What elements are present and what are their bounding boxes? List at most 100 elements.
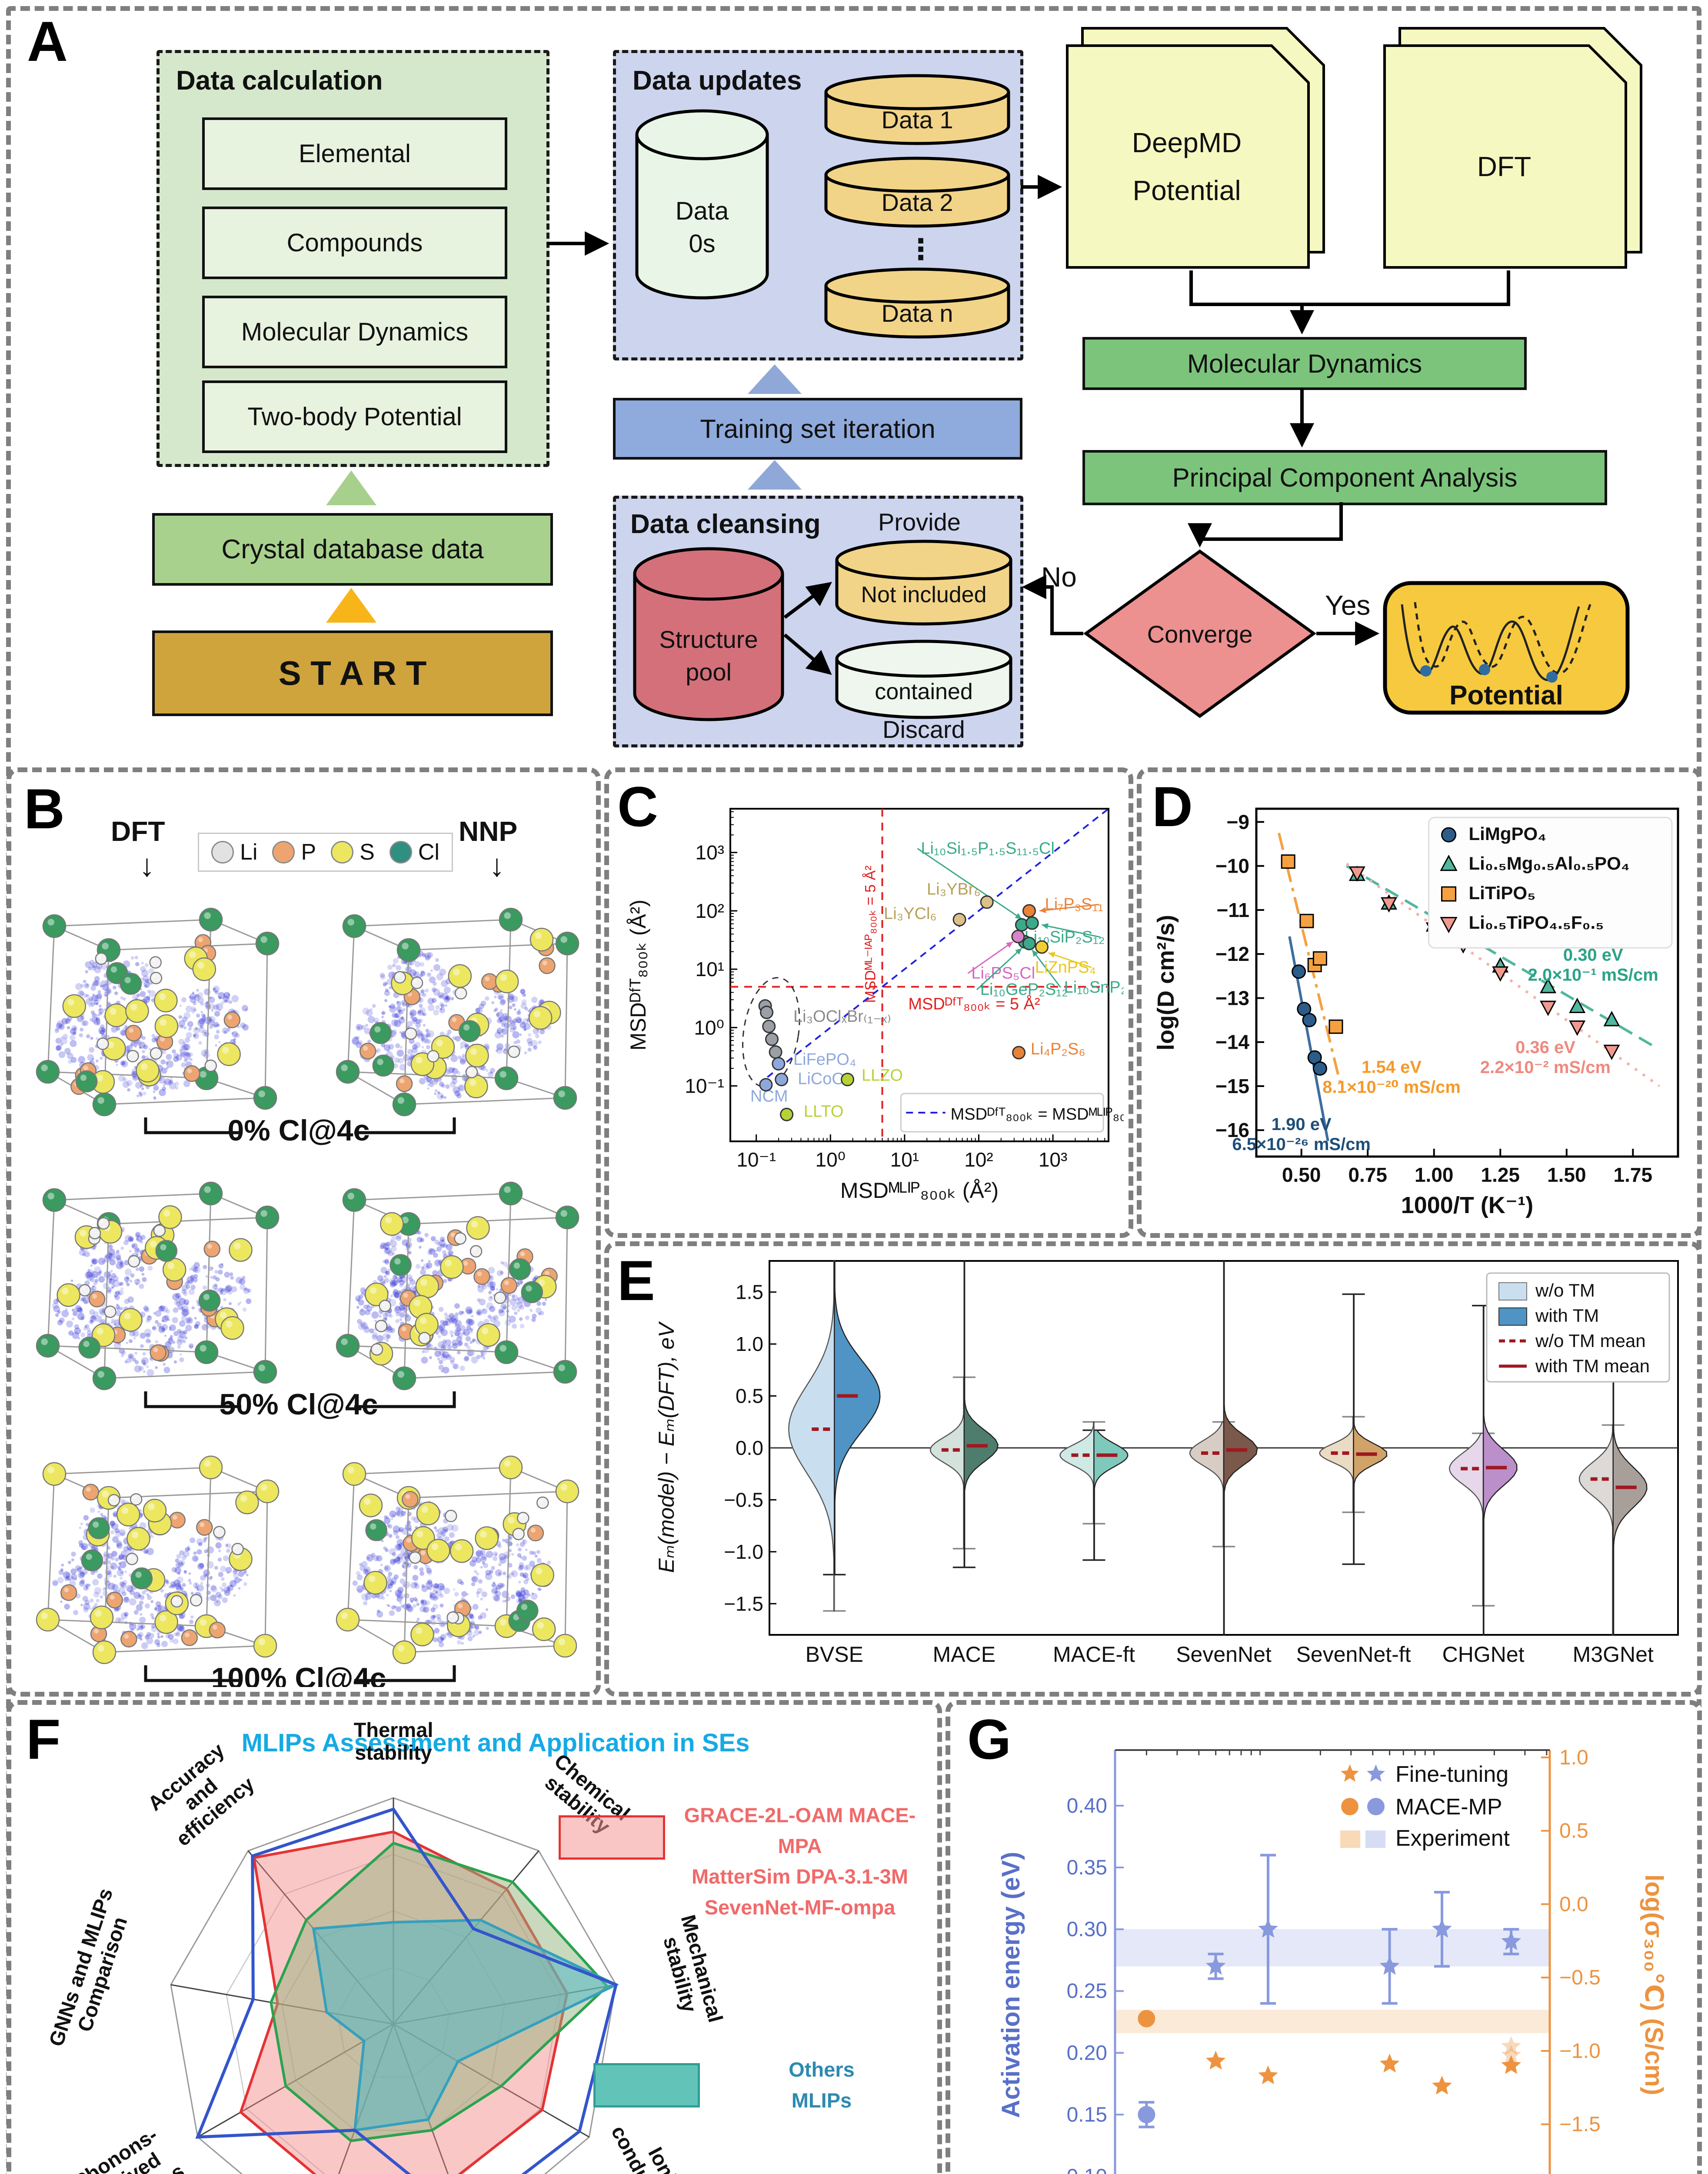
svg-text:2.2×10⁻² mS/cm: 2.2×10⁻² mS/cm bbox=[1480, 1058, 1611, 1077]
row-label: 100% Cl@4c bbox=[144, 1662, 456, 1687]
scatter-point bbox=[760, 1005, 774, 1019]
svg-text:0.10: 0.10 bbox=[1067, 2165, 1107, 2174]
violin-half bbox=[1093, 1430, 1129, 1561]
svg-text:contained: contained bbox=[875, 679, 973, 704]
data-dots: ⋮ bbox=[906, 233, 935, 265]
svg-text:LiFePO₄: LiFePO₄ bbox=[793, 1050, 856, 1069]
data-n-cylinder: Data n bbox=[824, 267, 1010, 339]
svg-text:−0.5: −0.5 bbox=[724, 1488, 763, 1511]
svg-text:−1.0: −1.0 bbox=[724, 1540, 763, 1563]
start-box: S T A R T bbox=[152, 630, 553, 716]
scatter-point bbox=[762, 1020, 776, 1034]
svg-text:1.0: 1.0 bbox=[736, 1333, 763, 1355]
svg-text:−1.5: −1.5 bbox=[1559, 2113, 1601, 2136]
svg-text:1.75: 1.75 bbox=[1614, 1164, 1653, 1186]
svg-text:0.50: 0.50 bbox=[1282, 1164, 1321, 1186]
scatter-point bbox=[759, 1078, 773, 1092]
svg-text:stability: stability bbox=[355, 1741, 432, 1764]
crystal-database-box: Crystal database data bbox=[152, 513, 553, 586]
svg-text:MSDᴰᶠᵀ₈₀₀ₖ (Å²): MSDᴰᶠᵀ₈₀₀ₖ (Å²) bbox=[626, 900, 650, 1050]
f-legend-swatch-others bbox=[593, 2063, 700, 2107]
b-dft-label: DFT bbox=[111, 816, 165, 847]
data-calculation-title: Data calculation bbox=[176, 66, 383, 96]
violin-half bbox=[1353, 1294, 1388, 1565]
md-structure bbox=[336, 1181, 579, 1390]
svg-text:MSDᴰᶠᵀ₈₀₀ₖ = MSDᴹᴸᴵᴾ₈₀₀ₖ: MSDᴰᶠᵀ₈₀₀ₖ = MSDᴹᴸᴵᴾ₈₀₀ₖ bbox=[951, 1105, 1124, 1124]
b-atom-legend: Li P S Cl bbox=[198, 833, 453, 872]
svg-text:LiZnPS₄: LiZnPS₄ bbox=[1035, 958, 1096, 977]
svg-text:10⁻¹: 10⁻¹ bbox=[685, 1075, 724, 1097]
data-0s-cylinder: Data 0s bbox=[635, 109, 769, 300]
li-atom-icon bbox=[211, 841, 234, 864]
panel-d-label: D bbox=[1152, 775, 1193, 838]
svg-text:−1.5: −1.5 bbox=[724, 1592, 763, 1615]
item-compounds: Compounds bbox=[202, 207, 507, 279]
svg-text:DeepMD: DeepMD bbox=[1132, 127, 1242, 158]
legend-cl: Cl bbox=[389, 839, 439, 865]
svg-text:10⁰: 10⁰ bbox=[815, 1148, 846, 1171]
svg-text:Data 1: Data 1 bbox=[882, 106, 953, 133]
atoms bbox=[36, 1455, 280, 1664]
svg-text:2.0×10⁻¹ mS/cm: 2.0×10⁻¹ mS/cm bbox=[1528, 965, 1658, 984]
svg-text:−0.5: −0.5 bbox=[1559, 1966, 1601, 1989]
atoms bbox=[336, 1455, 579, 1664]
mace-mp-blue bbox=[1138, 2106, 1155, 2124]
scatter-point bbox=[1025, 916, 1039, 930]
scatter-point bbox=[980, 895, 994, 909]
experiment-band-orange bbox=[1115, 2010, 1550, 2034]
converge-diamond: Converge bbox=[1083, 549, 1316, 718]
svg-text:Potential: Potential bbox=[1449, 680, 1563, 710]
svg-text:SevenNet: SevenNet bbox=[1176, 1642, 1272, 1667]
item-elemental: Elemental bbox=[202, 117, 507, 190]
md-structure bbox=[36, 1181, 280, 1390]
svg-text:1.25: 1.25 bbox=[1481, 1164, 1520, 1186]
svg-text:SevenNet-ft: SevenNet-ft bbox=[1296, 1642, 1411, 1667]
panel-g-box bbox=[946, 1700, 1702, 2174]
scatter-point bbox=[841, 1073, 855, 1087]
svg-text:Data: Data bbox=[676, 197, 729, 225]
svg-text:10²: 10² bbox=[696, 900, 724, 922]
scatter-point bbox=[772, 1057, 786, 1070]
svg-text:0.75: 0.75 bbox=[1348, 1164, 1387, 1186]
legend-s: S bbox=[331, 839, 375, 865]
svg-text:LLZO: LLZO bbox=[862, 1066, 903, 1084]
pca-bar: Principal Component Analysis bbox=[1082, 450, 1607, 505]
f-legend-swatch-foundation bbox=[559, 1815, 665, 1860]
panel-f-label: F bbox=[26, 1707, 61, 1771]
svg-text:with TM mean: with TM mean bbox=[1535, 1356, 1650, 1376]
svg-text:1.00: 1.00 bbox=[1415, 1164, 1454, 1186]
training-set-iteration-box: Training set iteration bbox=[613, 398, 1022, 460]
svg-text:Converge: Converge bbox=[1147, 620, 1253, 648]
radar-axis-label: Phonons-derivedproperties bbox=[70, 2123, 189, 2174]
atoms bbox=[36, 907, 280, 1117]
s-atom-icon bbox=[331, 841, 354, 864]
svg-text:LLTO: LLTO bbox=[804, 1103, 844, 1121]
svg-text:100% Cl@4c: 100% Cl@4c bbox=[211, 1662, 386, 1687]
svg-text:10¹: 10¹ bbox=[696, 958, 724, 980]
svg-text:10⁰: 10⁰ bbox=[694, 1016, 724, 1039]
svg-text:10⁻¹: 10⁻¹ bbox=[736, 1148, 776, 1171]
md-structure bbox=[336, 1455, 579, 1664]
svg-text:6.5×10⁻²⁶ mS/cm: 6.5×10⁻²⁶ mS/cm bbox=[1232, 1135, 1371, 1154]
svg-text:0.0: 0.0 bbox=[736, 1437, 763, 1459]
dft-card: DFT bbox=[1383, 27, 1642, 269]
p-atom-icon bbox=[272, 841, 295, 864]
svg-text:−13: −13 bbox=[1215, 987, 1249, 1009]
svg-text:Data n: Data n bbox=[882, 300, 953, 327]
violin-half bbox=[963, 1260, 999, 1568]
blue-up-arrow-2 bbox=[748, 460, 802, 490]
e-chart: −1.5−1.0−0.50.00.51.01.5Eₘ(model) − Eₘ(D… bbox=[654, 1260, 1679, 1667]
mace-mp-orange bbox=[1138, 2010, 1155, 2027]
svg-text:with TM: with TM bbox=[1535, 1305, 1599, 1326]
svg-text:Fine-tuning: Fine-tuning bbox=[1395, 1762, 1508, 1787]
svg-text:0.5: 0.5 bbox=[1559, 1820, 1588, 1843]
svg-text:0.15: 0.15 bbox=[1067, 2103, 1107, 2126]
svg-text:Structure: Structure bbox=[659, 626, 758, 653]
svg-text:8.1×10⁻²⁰ mS/cm: 8.1×10⁻²⁰ mS/cm bbox=[1322, 1078, 1461, 1097]
row-label: 0% Cl@4c bbox=[144, 1114, 456, 1147]
atoms bbox=[36, 1181, 280, 1390]
